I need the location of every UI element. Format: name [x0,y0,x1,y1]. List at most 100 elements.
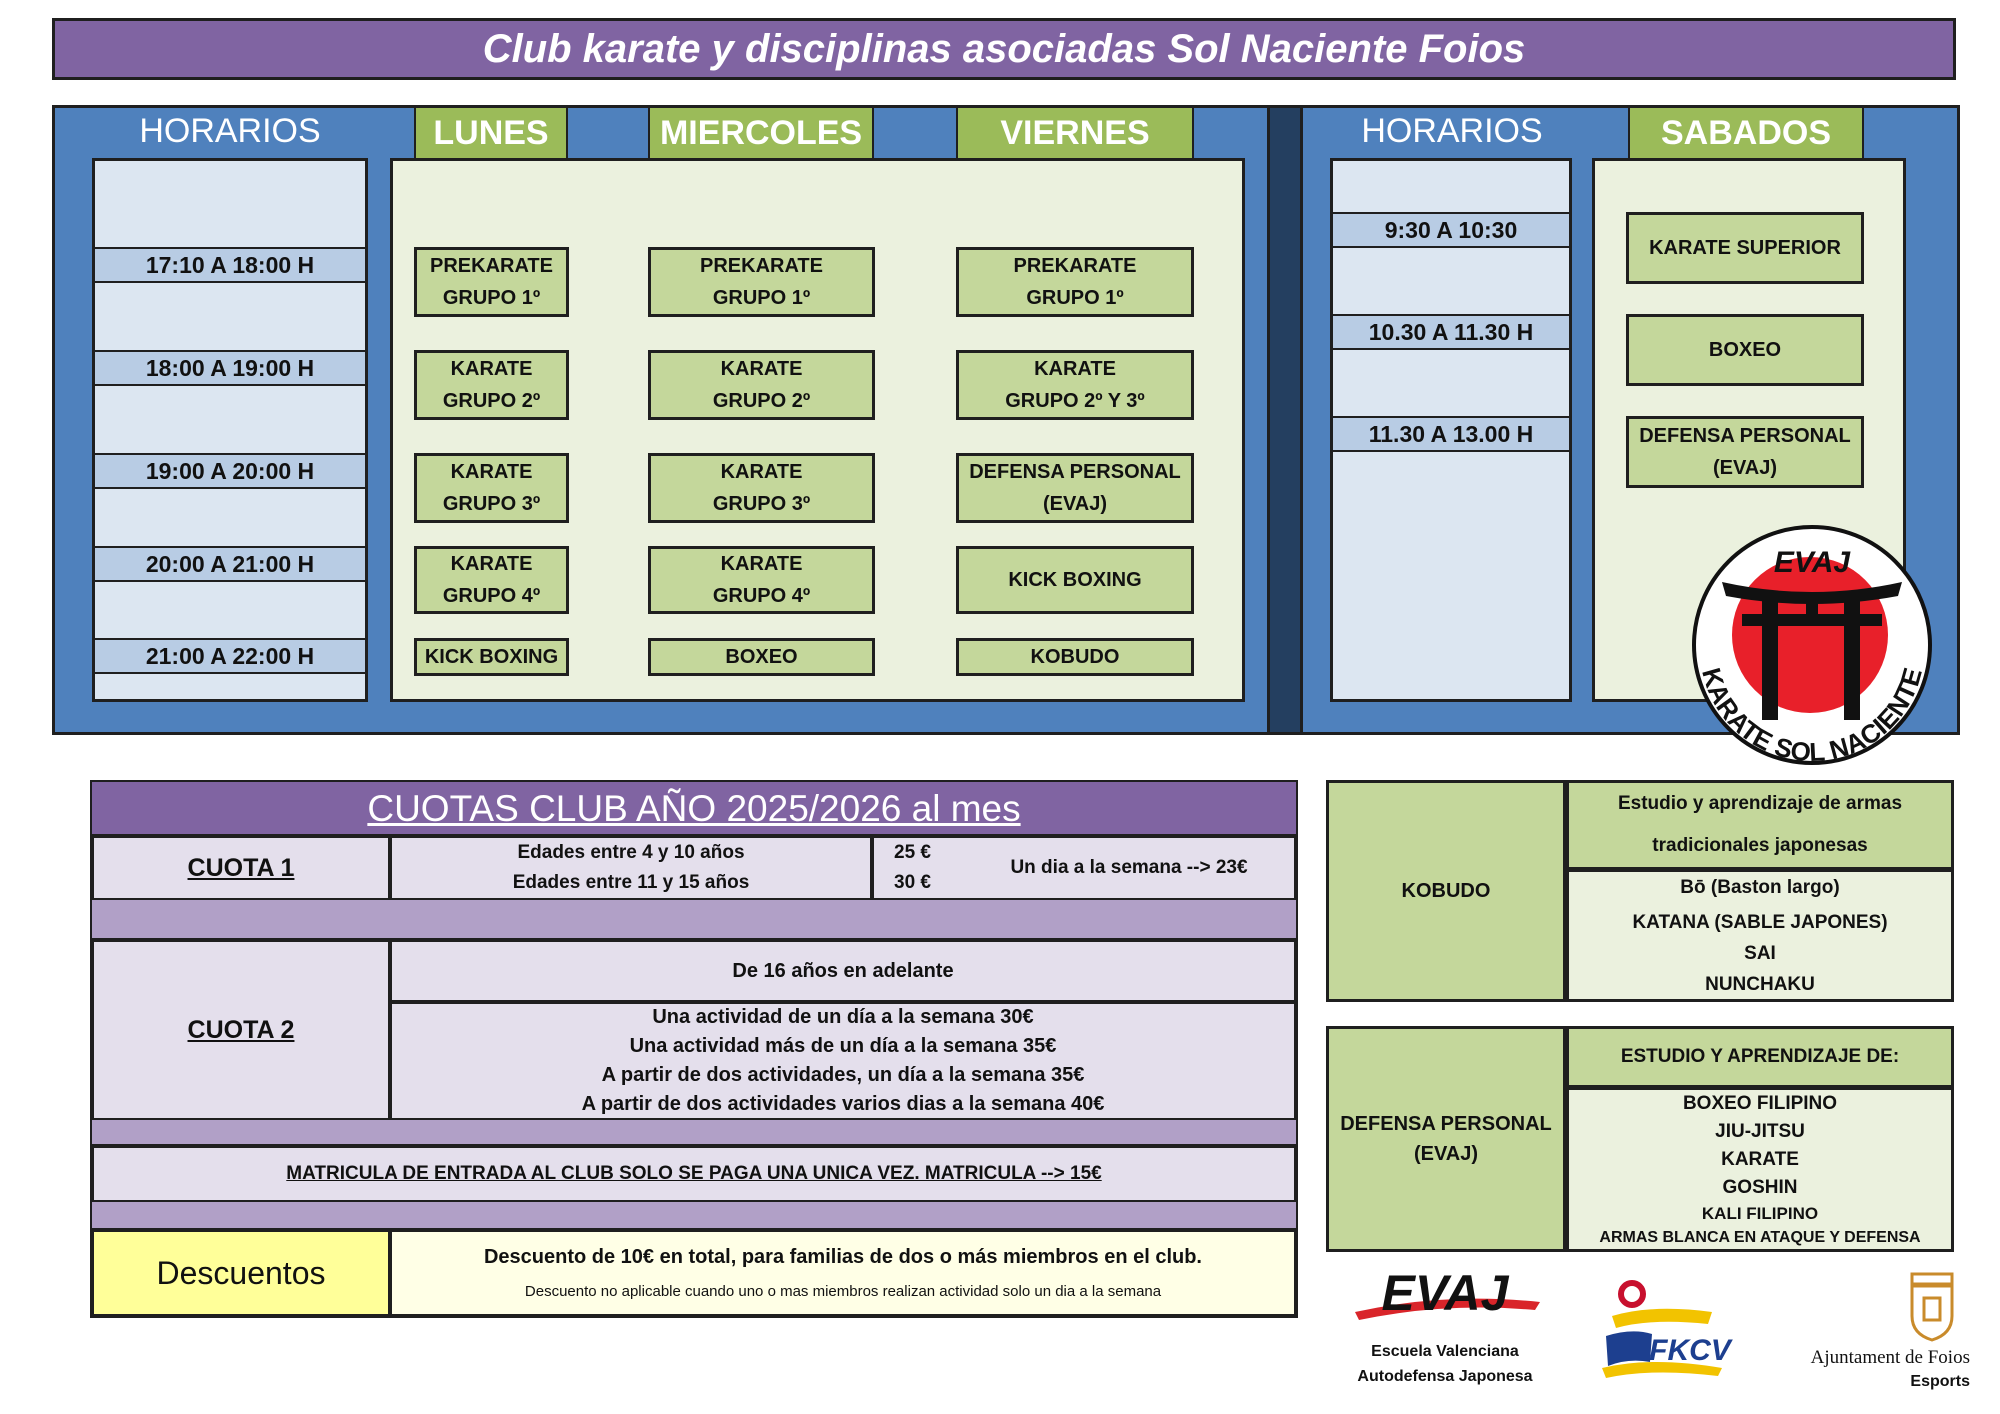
matricula-text: MATRICULA DE ENTRADA AL CLUB SOLO SE PAG… [286,1163,1102,1184]
day-header-viernes: VIERNES [956,106,1194,160]
foios-logo: Ajuntament de Foios Esports [1780,1270,1970,1400]
cuota2-label: CUOTA 2 [187,1015,295,1044]
saturday-horarios-header: HORARIOS [1361,112,1543,150]
fees-title: CUOTAS CLUB AÑO 2025/2026 al mes [92,782,1296,836]
cuota1-label: CUOTA 1 [187,853,295,882]
activity-lunes-2: KARATE GRUPO 2º [414,350,569,420]
cuota1-price-2: 30 € [894,872,931,893]
activity-viernes-1: PREKARATE GRUPO 1º [956,247,1194,317]
defensa-item: KARATE [1721,1148,1799,1170]
evaj-line-2: Autodefensa Japonesa [1357,1368,1533,1385]
defensa-heading-cell: ESTUDIO Y APRENDIZAJE DE: [1566,1026,1954,1088]
activity-miercoles-4: KARATE GRUPO 4º [648,546,875,614]
activity-lunes-3: KARATE GRUPO 3º [414,453,569,523]
activity-viernes-5: KOBUDO [956,638,1194,676]
svg-text:FKCV: FKCV [1649,1334,1734,1367]
kobudo-items-cell: Bō (Baston largo) KATANA (SABLE JAPONES)… [1566,870,1954,1002]
matricula-cell: MATRICULA DE ENTRADA AL CLUB SOLO SE PAG… [92,1146,1296,1202]
weekday-horarios-header: HORARIOS [139,112,321,150]
time-slot: 21:00 A 22:00 H [95,638,365,674]
activity-viernes-2: KARATE GRUPO 2º Y 3º [956,350,1194,420]
kobudo-item: NUNCHAKU [1705,973,1815,995]
evaj-line-1: Escuela Valenciana [1371,1343,1519,1360]
kobudo-heading-cell: Estudio y aprendizaje de armas tradicion… [1566,780,1954,870]
cuota1-one-day-price: Un dia a la semana --> 23€ [1010,857,1248,878]
page-title: Club karate y disciplinas asociadas Sol … [52,18,1956,80]
activity-sabados-2: BOXEO [1626,314,1864,386]
defensa-item: JIU-JITSU [1715,1120,1805,1142]
activity-miercoles-2: KARATE GRUPO 2º [648,350,875,420]
kobudo-item: KATANA (SABLE JAPONES) [1632,911,1888,933]
time-slot: 9:30 A 10:30 [1333,212,1569,248]
activity-miercoles-5: BOXEO [648,638,875,676]
cuota2-age: De 16 años en adelante [732,959,954,982]
activity-sabados-3: DEFENSA PERSONAL (EVAJ) [1626,416,1864,488]
time-slot: 17:10 A 18:00 H [95,247,365,283]
cuota2-line: A partir de dos actividades varios dias … [581,1093,1105,1115]
kobudo-label-cell: KOBUDO [1326,780,1566,1002]
discount-label-cell: Descuentos [92,1230,390,1316]
activity-miercoles-3: KARATE GRUPO 3º [648,453,875,523]
discount-text-cell: Descuento de 10€ en total, para familias… [390,1230,1296,1316]
time-slot: 18:00 A 19:00 H [95,350,365,386]
activity-lunes-5: KICK BOXING [414,638,569,676]
defensa-label: DEFENSA PERSONAL (EVAJ) [1340,1113,1552,1165]
cuota2-label-cell: CUOTA 2 [92,940,390,1120]
defensa-item: BOXEO FILIPINO [1682,1092,1838,1114]
fees-separator [92,1120,1296,1146]
activity-lunes-4: KARATE GRUPO 4º [414,546,569,614]
cuota1-ages-cell: Edades entre 4 y 10 años Edades entre 11… [390,836,872,900]
cuota2-line: Una actividad más de un día a la semana … [629,1035,1057,1057]
discount-note: Descuento no aplicable cuando uno o mas … [524,1283,1162,1300]
cuota1-price-1: 25 € [894,842,931,863]
kobudo-label: KOBUDO [1401,879,1491,902]
weekday-time-column [92,158,368,702]
fees-separator [92,900,1296,940]
defensa-label-cell: DEFENSA PERSONAL (EVAJ) [1326,1026,1566,1252]
day-header-sabados: SABADOS [1628,106,1864,160]
foios-line-1: Ajuntament de Foios [1810,1347,1970,1368]
time-slot: 11.30 A 13.00 H [1333,416,1569,452]
cuota1-age-range-1: Edades entre 4 y 10 años [517,842,745,863]
defensa-item: ARMAS BLANCA EN ATAQUE Y DEFENSA [1599,1228,1921,1246]
cuota2-line: Una actividad de un día a la semana 30€ [652,1006,1034,1028]
day-header-miercoles: MIERCOLES [648,106,874,160]
cuota2-age-cell: De 16 años en adelante [390,940,1296,1002]
sol-naciente-logo: EVAJ KARATE SOL NACIENTE [1692,525,1932,767]
defensa-items-cell: BOXEO FILIPINO JIU-JITSU KARATE GOSHIN K… [1566,1088,1954,1252]
cuota1-age-range-2: Edades entre 11 y 15 años [512,872,750,893]
activity-lunes-1: PREKARATE GRUPO 1º [414,247,569,317]
cuota2-line: A partir de dos actividades, un día a la… [601,1064,1085,1086]
torii-gate-icon [1722,582,1902,604]
schedule-divider [1270,105,1300,735]
kobudo-item: SAI [1744,942,1776,964]
activity-miercoles-1: PREKARATE GRUPO 1º [648,247,875,317]
foios-line-2: Esports [1910,1373,1970,1390]
discount-label: Descuentos [156,1254,326,1291]
cuota1-label-cell: CUOTA 1 [92,836,390,900]
logo-top-text: EVAJ [1774,546,1851,579]
kobudo-heading: Estudio y aprendizaje de armas tradicion… [1617,793,1903,856]
cuota1-prices-cell: 25 € 30 € Un dia a la semana --> 23€ [872,836,1296,900]
discount-main: Descuento de 10€ en total, para familias… [483,1246,1202,1268]
evaj-logo: EVAJ Escuela Valenciana Autodefensa Japo… [1330,1262,1560,1392]
defensa-item: GOSHIN [1722,1176,1798,1198]
red-sun-icon [1732,557,1888,713]
fees-separator [92,1202,1296,1230]
activity-sabados-1: KARATE SUPERIOR [1626,212,1864,284]
fkcv-logo: FKCV [1592,1276,1742,1386]
time-slot: 20:00 A 21:00 H [95,546,365,582]
time-slot: 19:00 A 20:00 H [95,453,365,489]
kobudo-item: Bō (Baston largo) [1680,876,1840,898]
svg-text:EVAJ: EVAJ [1382,1265,1510,1321]
defensa-item: KALI FILIPINO [1701,1203,1819,1223]
fees-table [90,780,1298,1318]
cuota2-lines-cell: Una actividad de un día a la semana 30€ … [390,1002,1296,1120]
time-slot: 10.30 A 11.30 H [1333,314,1569,350]
weekday-activities-panel [390,158,1245,702]
activity-viernes-4: KICK BOXING [956,546,1194,614]
activity-viernes-3: DEFENSA PERSONAL (EVAJ) [956,453,1194,523]
day-header-lunes: LUNES [414,106,568,160]
evaj-brush-icon: EVAJ [1355,1265,1540,1321]
fkcv-emblem-icon: FKCV [1602,1280,1734,1378]
